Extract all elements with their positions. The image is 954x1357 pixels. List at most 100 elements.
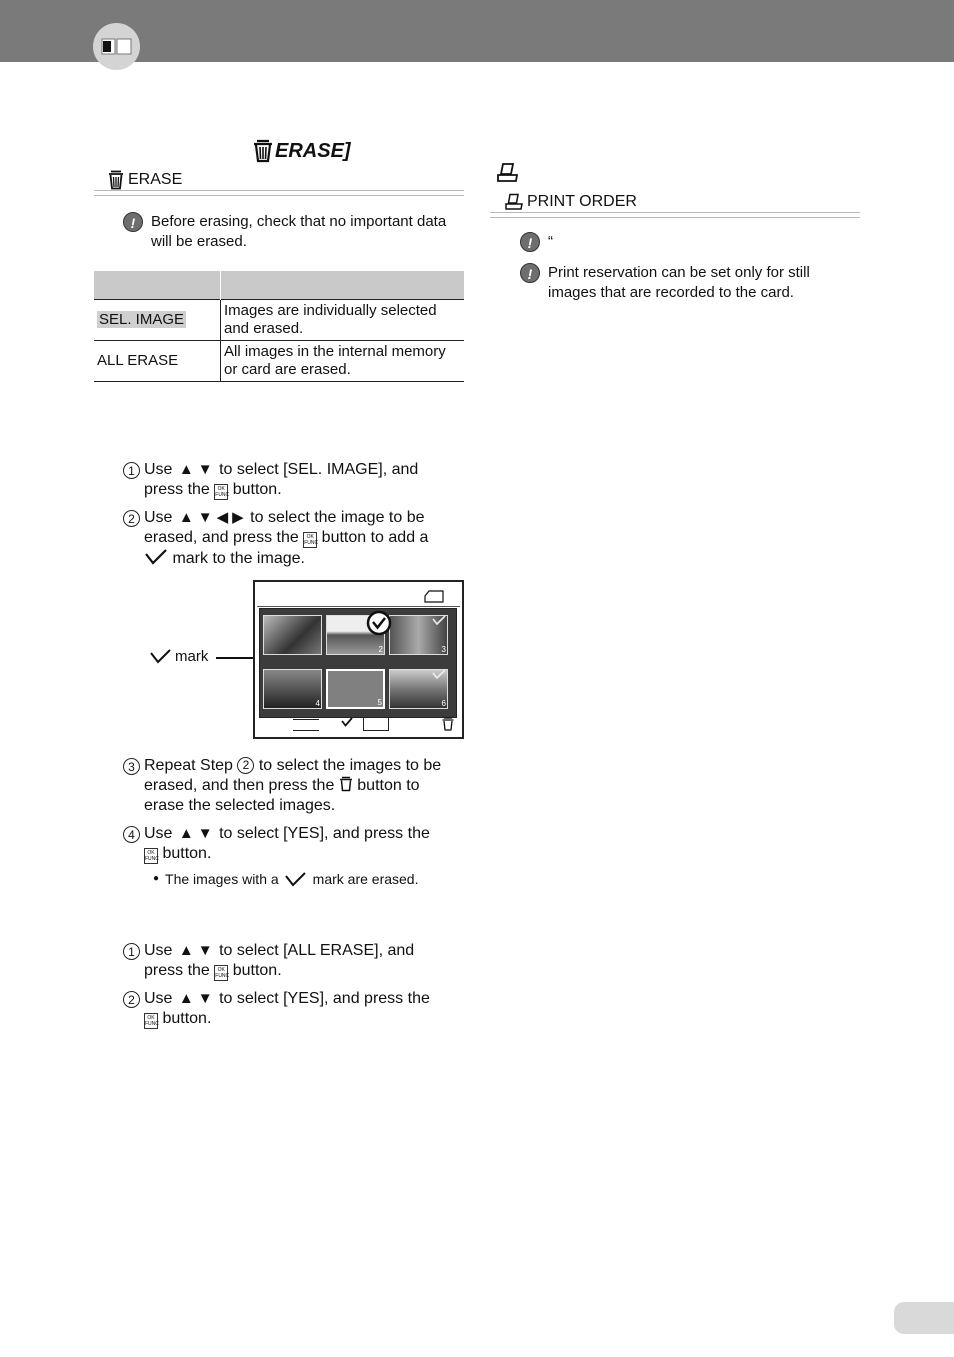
thumbnail-image-selected[interactable]: 5 [326,669,385,709]
divider [490,212,860,218]
down-arrow-icon: ▼ [197,942,213,959]
step-item: 4 Use ▲▼ to select [YES], and press the … [123,824,468,864]
menu-button-icon [293,719,319,731]
thumbnail-image[interactable]: 4 [263,669,322,709]
bullet-text: mark are erased. [312,871,419,887]
table-cell-option: ALL ERASE [94,340,221,382]
step-item: 2 Use ▲▼ to select [YES], and press the … [123,989,468,1029]
step-number: 3 [123,758,140,775]
step-text: erased, and press the [144,529,299,546]
thumbnail-image[interactable]: 6 [389,669,448,709]
thumbnail-number: 5 [377,698,382,707]
screen-top-bar [257,584,460,607]
thumbnail-grid: 2 3 4 5 6 [259,608,457,718]
header-band [0,0,954,62]
step-text: Use [144,990,173,1007]
bullet-note: ● The images with a mark are erased. [153,871,419,887]
table-cell-description: All images in the internal memory or car… [220,340,464,382]
step-text: to select the image to be [250,509,425,526]
trash-icon [339,776,352,792]
page-number-tab [894,1302,954,1334]
up-arrow-icon: ▲ [178,942,194,959]
sel-image-steps-continued: 3 Repeat Step 2 to select the images to … [123,756,468,888]
step-reference: 2 [237,757,255,774]
step-item: 3 Repeat Step 2 to select the images to … [123,756,468,816]
step-text: press the [144,962,210,979]
step-text: button to [357,777,420,794]
up-arrow-icon: ▲ [178,461,194,478]
up-arrow-icon: ▲ [178,990,194,1007]
step-text: erased, and then press the [144,777,335,794]
step-text: button. [232,481,282,498]
selected-check-icon [366,610,392,636]
caution-text: Print reservation can be set only for st… [548,264,810,301]
step-text: button. [232,962,282,979]
step-item: 2 Use ▲▼◀▶ to select the image to be era… [123,508,468,569]
print-order-icon [505,193,523,210]
step-number: 2 [123,510,140,527]
step-item: 1 Use ▲▼ to select [ALL ERASE], and pres… [123,941,468,981]
trash-icon [109,170,123,190]
print-order-subhead: PRINT ORDER [490,192,860,218]
caution-text: “ [548,233,553,250]
caution-icon: ! [520,263,540,283]
down-arrow-icon: ▼ [197,509,213,526]
caution-icon: ! [520,232,540,252]
erase-title-text: ERASE] [275,140,351,162]
step-text: button. [162,845,212,862]
thumbnail-number: 6 [441,699,446,708]
camera-screen-figure: 2 3 4 5 6 [253,580,464,739]
caution-text: Before erasing, check that no important … [151,213,447,250]
step-text: button to add a [321,529,429,546]
caution-note: ! Before erasing, check that no importan… [123,212,468,252]
erase-subhead-label: ERASE [128,171,183,188]
callout-label: mark [175,648,209,665]
caution-note: ! Print reservation can be set only for … [520,263,860,303]
check-mark-icon [145,549,167,565]
step-text: Use [144,825,173,842]
thumbnail-number: 2 [378,645,383,654]
up-arrow-icon: ▲ [178,825,194,842]
table-header-row [94,271,464,300]
check-mark-icon [432,669,446,679]
down-arrow-icon: ▼ [197,461,213,478]
up-arrow-icon: ▲ [178,509,194,526]
table-row: ALL ERASE All images in the internal mem… [94,340,464,382]
print-order-label: PRINT ORDER [527,193,637,210]
print-order-icon [497,163,519,182]
ok-button-icon [363,717,389,731]
step-text: to select [YES], and press the [219,825,430,842]
step-text: erase the selected images. [144,797,336,814]
right-arrow-icon: ▶ [232,509,244,526]
book-icon [93,23,140,70]
step-text: press the [144,481,210,498]
thumbnail-number: 4 [315,699,320,708]
step-text: to select [SEL. IMAGE], and [219,461,419,478]
trash-icon [442,717,454,731]
step-text: Repeat Step [144,757,233,774]
check-mark-icon [150,649,171,664]
step-text: Use [144,942,173,959]
thumbnail-number: 3 [441,645,446,654]
step-number: 1 [123,462,140,479]
step-number: 1 [123,943,140,960]
thumbnail-image[interactable]: 3 [389,615,448,655]
table-row: SEL. IMAGE Images are individually selec… [94,299,464,341]
step-text: to select [ALL ERASE], and [219,942,415,959]
thumbnail-image[interactable] [263,615,322,655]
table-header-cell [220,271,464,300]
erase-title: ERASE] [253,138,351,164]
step-text: to select [YES], and press the [219,990,430,1007]
table-cell-description: Images are individually selected and era… [220,299,464,341]
divider [94,190,464,196]
sel-image-steps: 1 Use ▲▼ to select [SEL. IMAGE], and pre… [123,460,468,569]
step-text: mark to the image. [172,550,305,567]
trash-icon [254,139,272,163]
step-text: to select the images to be [258,757,442,774]
highlighted-option: SEL. IMAGE [97,311,187,328]
